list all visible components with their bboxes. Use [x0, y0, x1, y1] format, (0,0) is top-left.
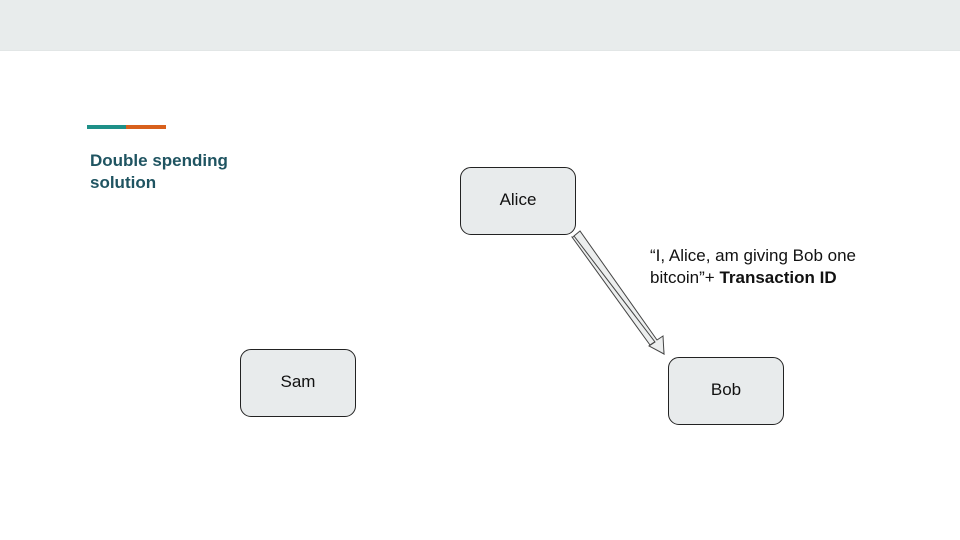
slide-header-bar [0, 0, 960, 51]
accent-bar-orange [126, 125, 166, 129]
node-sam-label: Sam [280, 372, 316, 391]
slide-title: Double spending solution [90, 151, 228, 192]
node-alice[interactable]: Alice [460, 167, 576, 235]
node-alice-label: Alice [499, 190, 537, 209]
transaction-caption: “I, Alice, am giving Bob one bitcoin”+ T… [650, 245, 910, 289]
node-bob-label: Bob [710, 380, 742, 399]
node-sam[interactable]: Sam [240, 349, 356, 417]
accent-bar-teal [87, 125, 126, 129]
caption-transaction-id: Transaction ID [719, 268, 837, 287]
node-bob[interactable]: Bob [668, 357, 784, 425]
caption-quote: “I, Alice, am giving Bob one bitcoin”+ [650, 246, 857, 287]
